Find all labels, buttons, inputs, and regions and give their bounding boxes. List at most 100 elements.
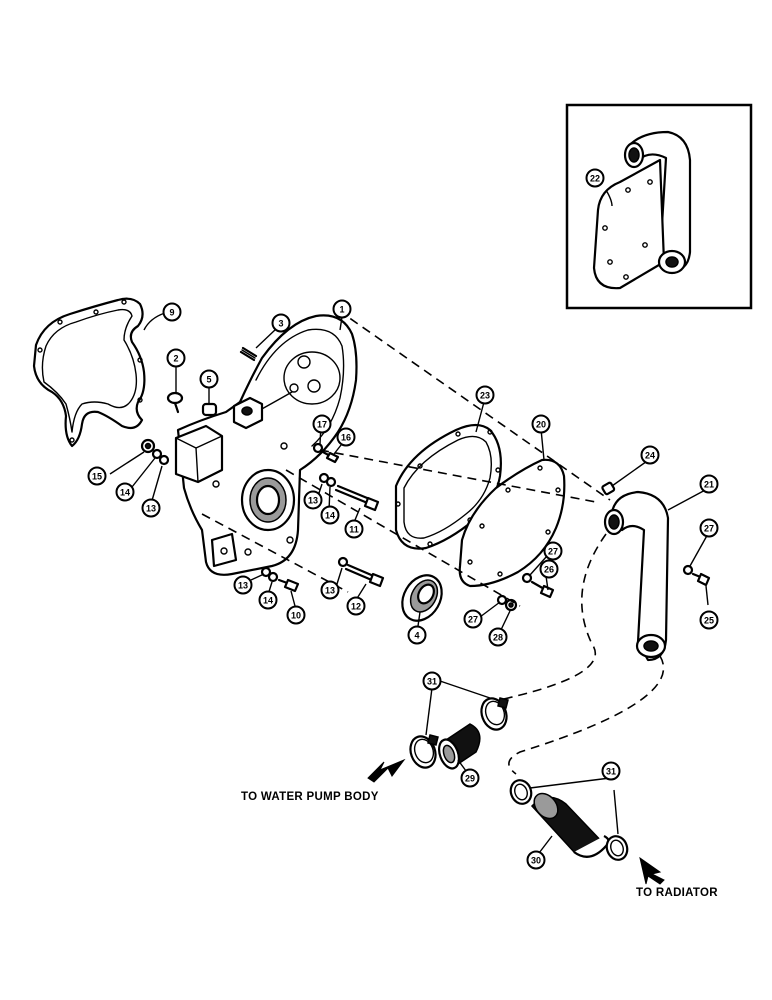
hose-30: [530, 792, 610, 858]
callout-11: 11: [344, 519, 364, 539]
hose-clamp-upper: [509, 779, 533, 805]
bolt-11-assembly: [318, 472, 380, 512]
callout-9: 9: [162, 302, 182, 322]
water-outlet-elbow: [603, 490, 670, 662]
washer-14a: [151, 448, 163, 460]
callout-26: 26: [539, 559, 559, 579]
callout-14-low: 14: [258, 590, 278, 610]
callout-15: 15: [87, 466, 107, 486]
callout-14-mid: 14: [320, 505, 340, 525]
plug-24: [601, 481, 616, 496]
timing-cover-gasket: [32, 297, 146, 448]
dowel-pin: [239, 346, 258, 362]
callout-27-upper-text: 27: [548, 547, 558, 557]
callout-1: 1: [332, 299, 352, 319]
callout-15-text: 15: [92, 472, 102, 482]
callout-23: 23: [475, 385, 495, 405]
callout-29-text: 29: [465, 774, 475, 784]
hose-29: [438, 723, 481, 770]
radiator-arrow: [639, 856, 665, 885]
alignment-lines: [201, 309, 665, 775]
callout-2-text: 2: [173, 354, 178, 364]
callout-16: 16: [336, 427, 356, 447]
callout-25: 25: [699, 610, 719, 630]
callout-20-text: 20: [536, 420, 546, 430]
timing-gear-cover: [174, 314, 358, 576]
callout-30-text: 30: [531, 856, 541, 866]
callout-17: 17: [312, 414, 332, 434]
callout-2: 2: [166, 348, 186, 368]
plate-gasket: [394, 423, 502, 550]
callout-13-right: 13: [320, 580, 340, 600]
radiator-label: TO RADIATOR: [636, 887, 718, 899]
callout-27-lower-text: 27: [468, 615, 478, 625]
front-oil-seal: [401, 574, 443, 622]
callout-12-text: 12: [351, 602, 361, 612]
callout-14-mid-text: 14: [325, 511, 335, 521]
callout-12: 12: [346, 596, 366, 616]
washer-13a: [158, 454, 170, 466]
callout-13-left-text: 13: [146, 504, 156, 514]
callout-26-text: 26: [544, 565, 554, 575]
callout-31-lower-text: 31: [606, 767, 616, 777]
callout-24-text: 24: [645, 451, 655, 461]
callout-29: 29: [460, 768, 480, 788]
callout-10: 10: [286, 605, 306, 625]
callout-11-text: 11: [349, 525, 359, 535]
callout-13-low: 13: [233, 575, 253, 595]
nut-28-assembly: [496, 594, 518, 612]
callout-27-upper: 27: [543, 541, 563, 561]
hose-clamp-upper-right: [480, 697, 509, 731]
callout-20: 20: [531, 414, 551, 434]
callout-21: 21: [699, 474, 719, 494]
callout-4-text: 4: [414, 631, 419, 641]
callout-10-text: 10: [291, 611, 301, 621]
callout-9-text: 9: [169, 308, 174, 318]
bushing-5: [201, 402, 218, 417]
callout-13-mid: 13: [303, 490, 323, 510]
callout-13-left: 13: [141, 498, 161, 518]
callout-14-low-text: 14: [263, 596, 273, 606]
callout-14-left: 14: [115, 482, 135, 502]
inset-panel: [565, 103, 753, 310]
water-pump-arrow: [367, 758, 406, 783]
screw-2: [166, 391, 184, 414]
water-outlet-elbow-inset: [592, 130, 692, 290]
hose-clamp-lower: [605, 835, 629, 861]
callout-21-text: 21: [704, 480, 714, 490]
callout-27-right: 27: [699, 518, 719, 538]
nut-15: [140, 438, 156, 454]
hose-clamp-lower-left: [409, 734, 439, 769]
callout-17-text: 17: [317, 420, 327, 430]
bolt-10-assembly: [260, 566, 300, 593]
callout-13-right-text: 13: [325, 586, 335, 596]
callout-22-text: 22: [590, 174, 600, 184]
bolt-25-assembly: [682, 564, 711, 587]
callout-30: 30: [526, 850, 546, 870]
leader-lines: [109, 189, 710, 858]
bolt-12-assembly: [337, 556, 385, 588]
callout-24: 24: [640, 445, 660, 465]
callout-5-text: 5: [206, 375, 211, 385]
callout-3-text: 3: [278, 319, 283, 329]
callout-31-upper: 31: [422, 671, 442, 691]
callout-25-text: 25: [704, 616, 714, 626]
callout-13-low-text: 13: [238, 581, 248, 591]
callout-14-left-text: 14: [120, 488, 130, 498]
water-pump-label: TO WATER PUMP BODY: [241, 791, 379, 803]
callout-28-text: 28: [493, 633, 503, 643]
callout-1-text: 1: [339, 305, 344, 315]
callout-27-right-text: 27: [704, 524, 714, 534]
callout-23-text: 23: [480, 391, 490, 401]
callout-3: 3: [271, 313, 291, 333]
callout-31-upper-text: 31: [427, 677, 437, 687]
callout-31-lower: 31: [601, 761, 621, 781]
callout-22: 22: [585, 168, 605, 188]
callout-27-lower: 27: [463, 609, 483, 629]
callout-4: 4: [407, 625, 427, 645]
callout-5: 5: [199, 369, 219, 389]
bolt-26-assembly: [521, 572, 555, 599]
callout-28: 28: [488, 627, 508, 647]
